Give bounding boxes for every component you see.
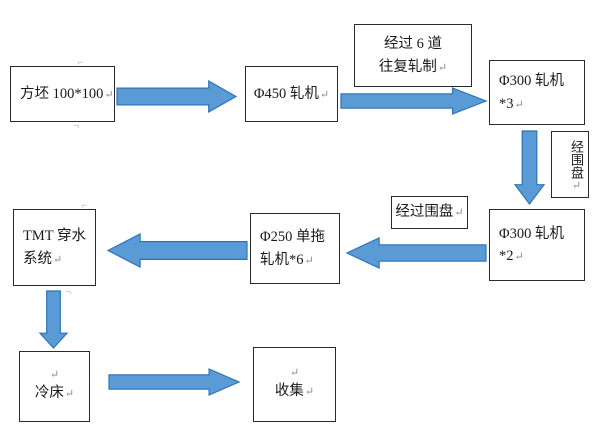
mill-250-single-drive-box[interactable]: Φ250 单拖轧机*6↵	[250, 213, 340, 284]
mill-250-single-drive-box-line-1: Φ250 单拖	[260, 229, 325, 246]
paragraph-mark: ↵	[104, 88, 114, 101]
tmt-water-cooling-box-line-1: TMT 穿水	[23, 228, 86, 245]
paragraph-mark: ↵	[514, 251, 524, 263]
mill-300-x2-box-line-1: Φ300 轧机	[499, 225, 564, 242]
stray-anchor-top-left: ⌐	[78, 57, 84, 67]
paragraph-mark: ↵	[64, 388, 75, 401]
cooling-bed-box-line-1: 冷床↵	[34, 385, 75, 402]
billet-box[interactable]: 方坯 100*100↵	[10, 66, 115, 122]
tmt-water-cooling-box-line-2: 系统↵	[23, 250, 63, 267]
paragraph-mark: ↵	[437, 61, 448, 74]
paragraph-mark: ↵	[304, 386, 315, 399]
arrow-mill250-to-tmt	[106, 232, 248, 269]
looper-box-line-1: 经过围盘↵	[395, 204, 464, 221]
stray-anchor-bottom-left: ¬	[74, 121, 80, 131]
six-pass-reversing-box-line-1: 经过 6 道	[384, 36, 442, 53]
looper-box[interactable]: 经过围盘↵	[391, 196, 468, 229]
paragraph-mark: ↵	[454, 207, 464, 220]
mill-450-box[interactable]: Φ450 轧机↵	[245, 66, 338, 122]
looper-vertical-box[interactable]: 经围盘↵	[551, 131, 589, 198]
mill-450-box-line-1: Φ450 轧机↵	[253, 85, 330, 102]
arrow-billet-to-mill450	[116, 79, 238, 114]
arrow-mill300x2-to-mill250	[345, 236, 487, 270]
mill-300-x3-box-line-2: *3↵	[499, 95, 524, 112]
arrow-mill300x3-to-mill300x2	[513, 130, 546, 206]
mill-300-x3-box[interactable]: Φ300 轧机 *3↵	[489, 60, 585, 125]
cooling-bed-box[interactable]: ↵冷床↵	[19, 351, 90, 422]
paragraph-mark: ↵	[514, 98, 524, 111]
six-pass-reversing-box[interactable]: 经过 6 道往复轧制↵	[354, 24, 472, 87]
arrow-mill450-to-mill300x3	[340, 86, 488, 116]
billet-box-line-1: 方坯 100*100↵	[20, 85, 114, 102]
stray-anchor-tmt-top: ⌐	[82, 200, 88, 210]
six-pass-reversing-box-line-2: 往复轧制↵	[378, 58, 448, 75]
mill-300-x3-box-line-1: Φ300 轧机	[499, 73, 564, 90]
tmt-water-cooling-box[interactable]: TMT 穿水系统↵	[13, 209, 96, 286]
collection-box[interactable]: ↵收集↵	[253, 347, 336, 422]
paragraph-mark: ↵	[53, 253, 63, 266]
arrow-coolingbed-to-collection	[108, 367, 241, 397]
looper-vertical-box-line-1: 经围盘↵	[569, 140, 584, 192]
collection-box-line-1: 收集↵	[274, 383, 315, 400]
empty-line-pilcrow: ↵	[289, 367, 300, 380]
paragraph-mark: ↵	[319, 88, 330, 101]
arrow-tmt-to-coolingbed	[38, 290, 69, 350]
mill-250-single-drive-box-line-2: 轧机*6↵	[260, 251, 314, 268]
mill-300-x2-box-line-2: *2↵	[499, 248, 524, 264]
stray-anchor-tmt-bottom: ¬	[66, 287, 72, 297]
empty-line-pilcrow: ↵	[49, 369, 60, 382]
paragraph-mark: ↵	[570, 179, 582, 192]
paragraph-mark: ↵	[304, 254, 314, 267]
mill-300-x2-box[interactable]: Φ300 轧机 *2↵	[489, 209, 585, 281]
